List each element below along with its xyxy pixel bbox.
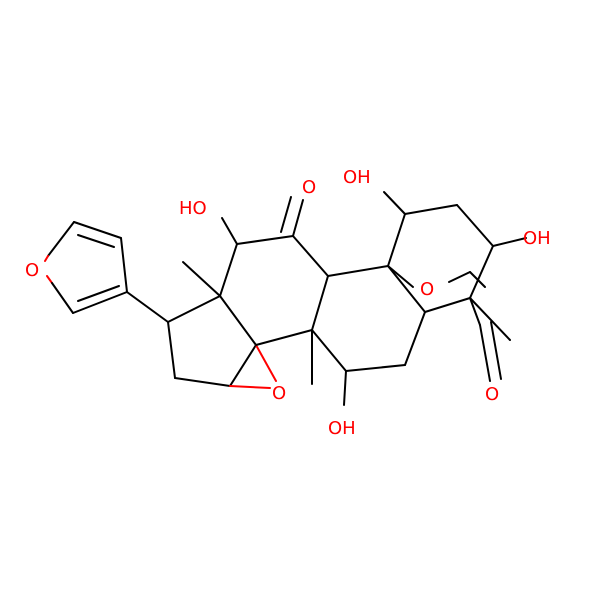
epoxide-oxygen-label: O	[272, 383, 286, 404]
lactone-oxygen-label: O	[485, 384, 499, 405]
atom-labels: O HO O OH OH O O OH O	[25, 167, 551, 439]
hydroxyl-bottom-label: OH	[328, 418, 356, 439]
hydroxyl-top-label: OH	[343, 167, 371, 188]
ether-oxygen-label: O	[420, 279, 434, 300]
hydroxyl-c12-label: HO	[179, 198, 207, 219]
bonds	[44, 191, 527, 406]
ketone-oxygen-label: O	[302, 177, 316, 198]
furan-oxygen-label: O	[25, 260, 39, 281]
hydroxyl-right-label: OH	[523, 228, 551, 249]
